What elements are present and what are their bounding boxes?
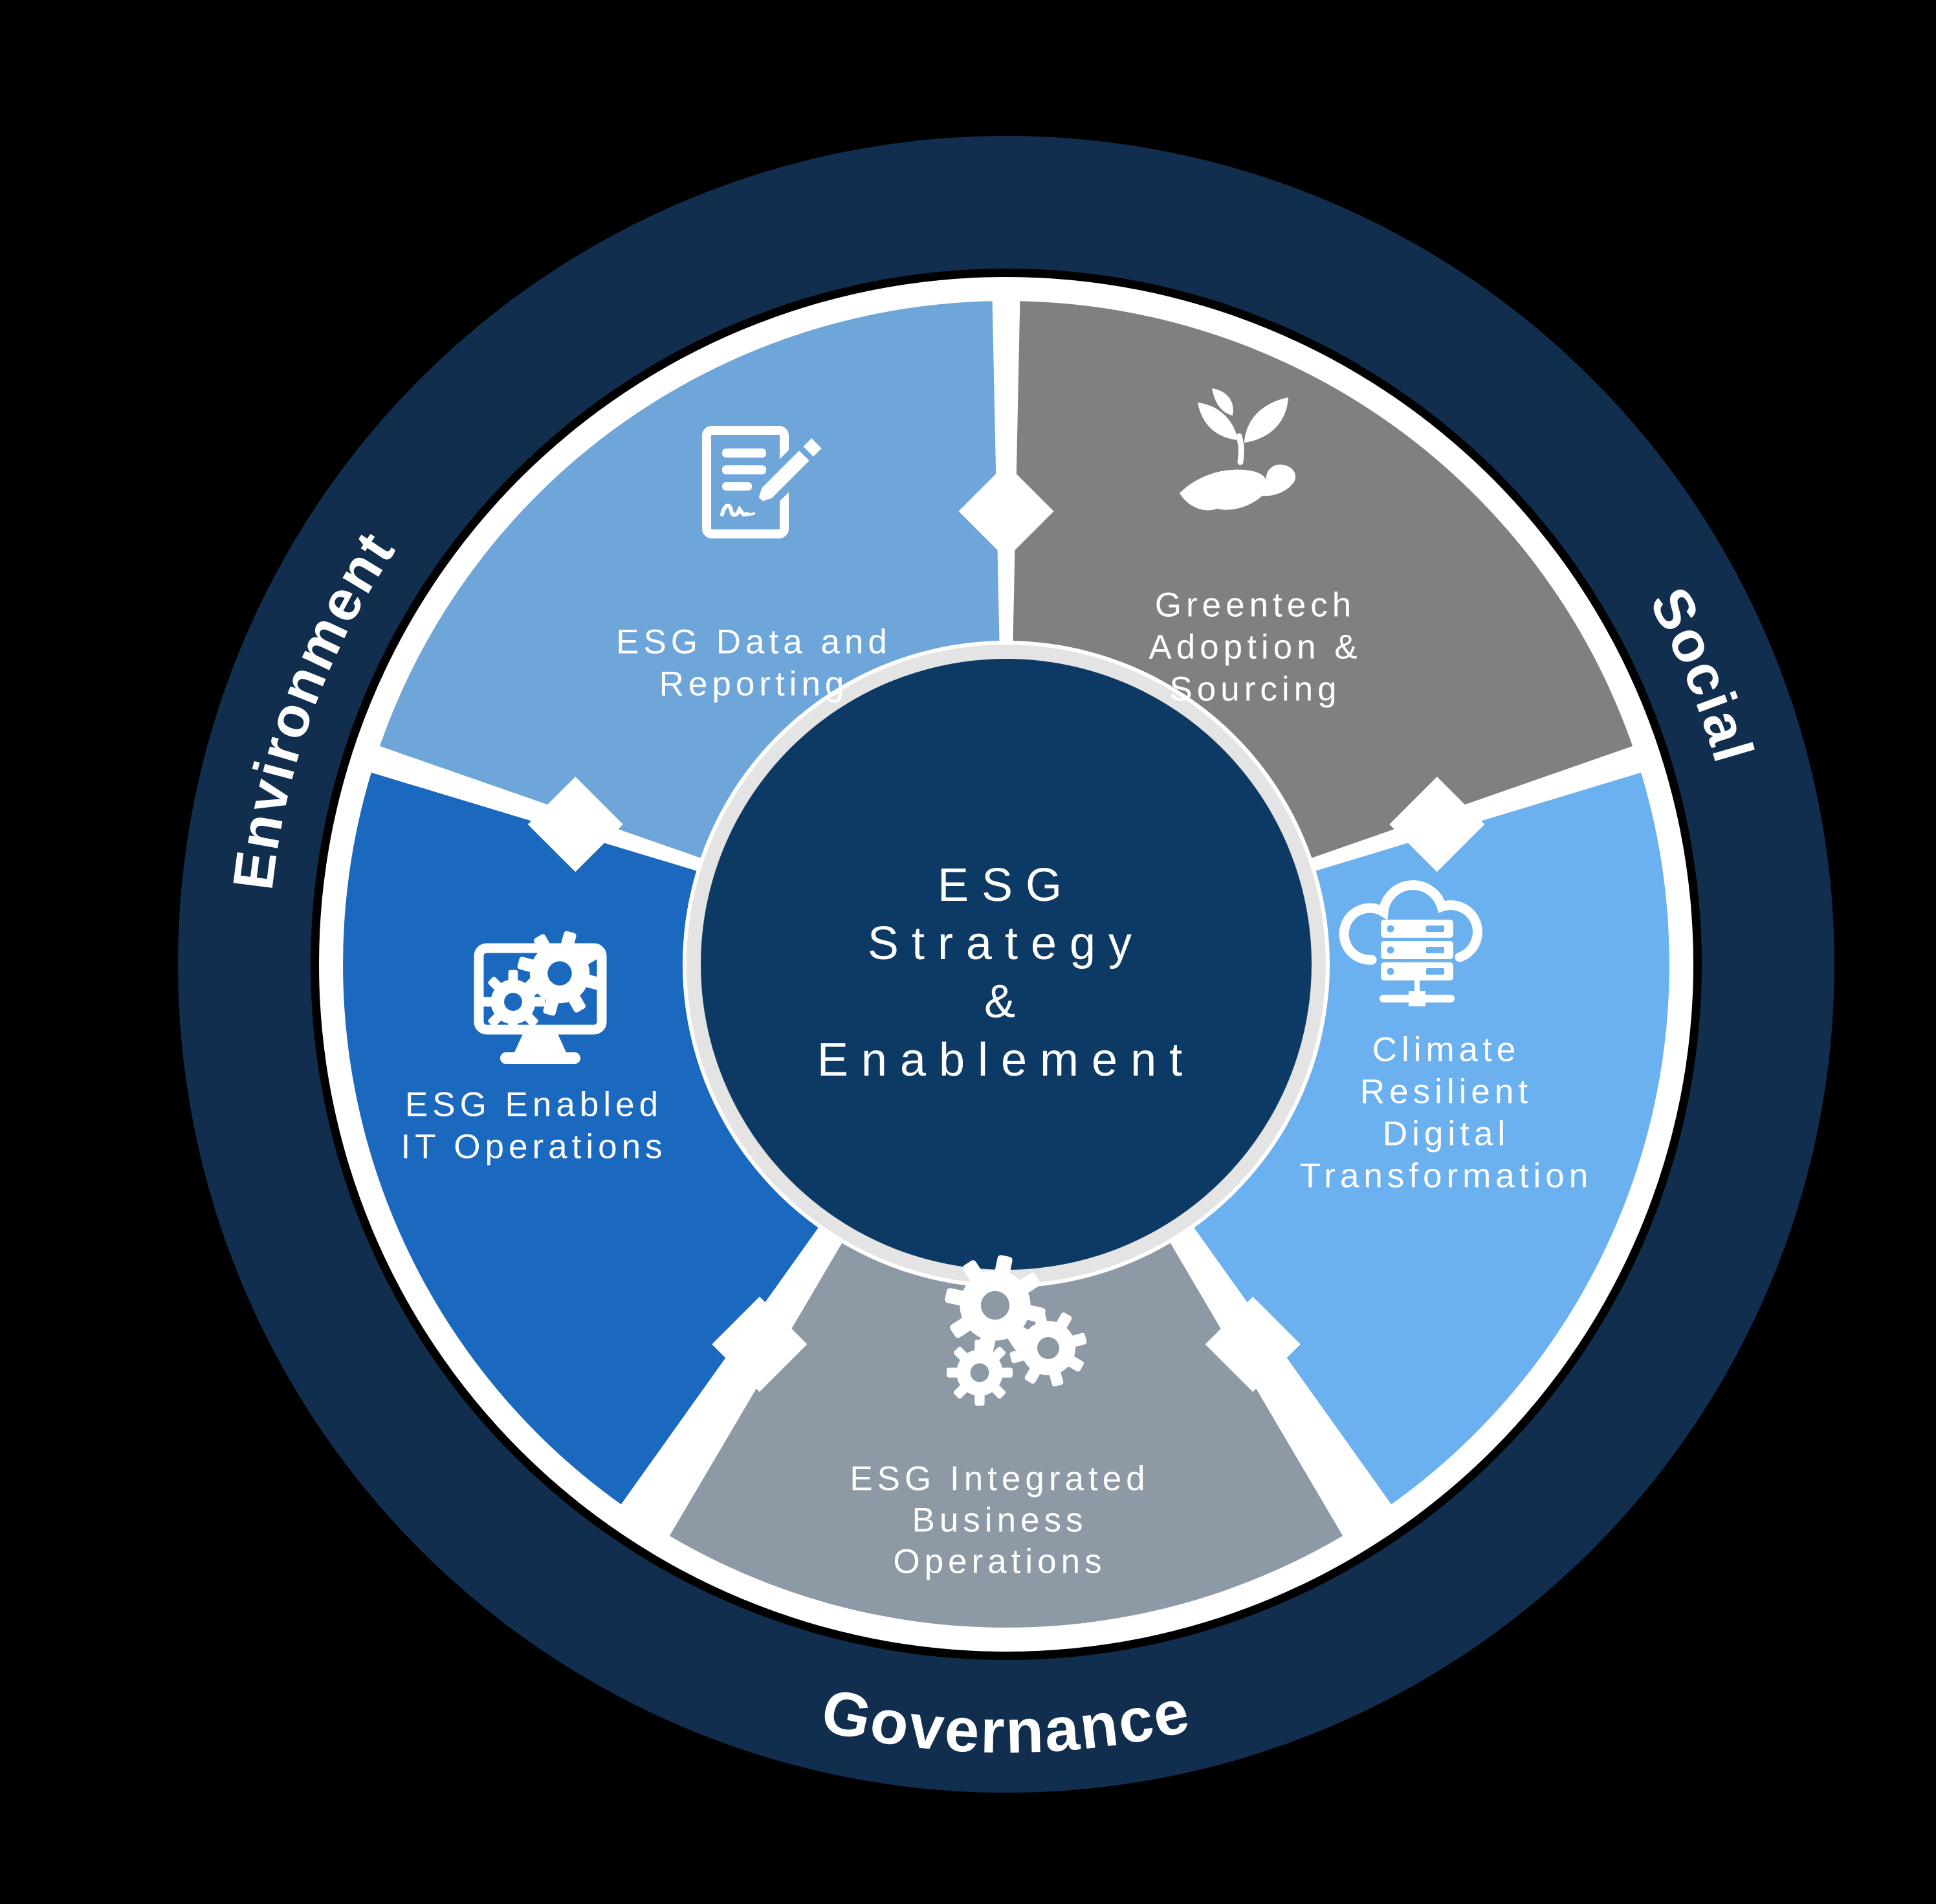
document-pen-icon — [702, 426, 831, 538]
segment-label-greentech-line1: Greentech — [1155, 586, 1356, 625]
center-label-line4: Enablement — [817, 1034, 1195, 1086]
center-label-line3: & — [984, 976, 1028, 1028]
segment-label-climate-line2: Resilient — [1360, 1073, 1532, 1111]
center-label-line2: Strategy — [868, 918, 1145, 969]
connector-diamond — [1205, 1296, 1301, 1392]
connector-diamond — [958, 463, 1054, 559]
segment-greentech — [1013, 301, 1633, 858]
segment-label-integrated-line1: ESG Integrated — [850, 1460, 1149, 1498]
segment-label-greentech-line2: Adoption & — [1149, 628, 1361, 667]
segment-label-climate-line1: Climate — [1372, 1031, 1521, 1069]
segment-label-climate-line3: Digital — [1383, 1115, 1510, 1153]
hand-plant-icon — [1180, 388, 1296, 511]
segment-climate — [1194, 772, 1669, 1505]
segment-label-greentech-line3: Sourcing — [1169, 670, 1341, 709]
server-rack — [1380, 920, 1455, 1006]
center-label-line1: ESG — [938, 859, 1075, 911]
center-label: ESG Strategy & Enablement — [817, 859, 1195, 1086]
segment-label-itops-line2: IT Operations — [401, 1128, 666, 1166]
connector-diamond — [1389, 777, 1485, 872]
segment-label-integrated-line2: Business — [912, 1501, 1087, 1540]
segment-label-data-line2: Reporting — [659, 665, 849, 703]
center-circle — [701, 659, 1312, 1270]
monitor-gears-icon — [474, 921, 612, 1064]
segment-label-integrated-line3: Operations — [893, 1543, 1106, 1581]
pen-icon — [747, 428, 831, 513]
connector-diamonds — [527, 463, 1485, 1392]
segment-label-data-line1: ESG Data and — [616, 623, 892, 661]
connector-diamond — [712, 1296, 808, 1392]
segment-data — [379, 301, 1000, 858]
segment-label-climate-line4: Transformation — [1300, 1157, 1592, 1195]
cloud-server-icon — [1339, 880, 1482, 1006]
segment-label-itops-line1: ESG Enabled — [405, 1086, 663, 1124]
connector-diamond — [527, 777, 623, 872]
segment-labels: ESG Data and Reporting Greentech Adoptio… — [401, 586, 1592, 1581]
segment-itops — [343, 772, 819, 1505]
segment-integrated — [669, 1243, 1343, 1628]
